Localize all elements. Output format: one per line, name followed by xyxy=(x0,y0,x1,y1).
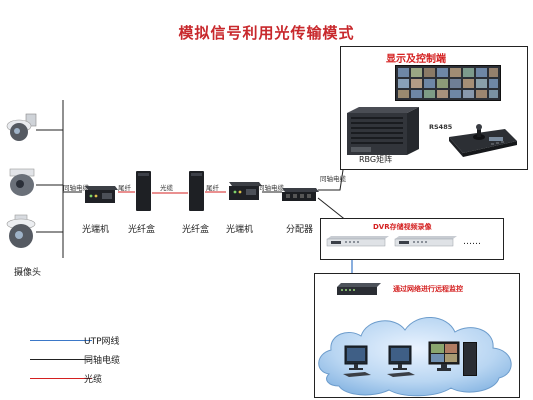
camera-3 xyxy=(4,214,38,252)
workstation-1 xyxy=(341,344,375,378)
fiber-box-2-label: 光纤盒 xyxy=(182,225,210,235)
pigtail1-label: 尾纤 xyxy=(118,184,131,192)
network-cloud xyxy=(315,304,519,397)
transceiver-2-label: 光端机 xyxy=(226,225,254,235)
legend-line-coax xyxy=(30,359,92,360)
transceiver-1 xyxy=(82,182,118,204)
legend-label-fiber: 光缆 xyxy=(84,375,103,385)
legend-label-utp: UTP网线 xyxy=(84,337,120,347)
network-panel: 通过网络进行远程监控 xyxy=(314,273,520,398)
matrix-label: RBG矩阵 xyxy=(359,155,393,164)
dvr-unit-2 xyxy=(393,235,459,247)
coax2-label: 同轴电缆 xyxy=(258,184,284,192)
diagram-title: 模拟信号利用光传输模式 xyxy=(178,24,355,42)
distributor-label: 分配器 xyxy=(286,225,314,235)
rs485-label: RS485 xyxy=(429,123,453,131)
network-title: 通过网络进行远程监控 xyxy=(393,285,463,293)
legend-line-utp xyxy=(30,340,92,341)
camera-2 xyxy=(6,167,38,201)
legend: UTP网线 同轴电缆 光缆 xyxy=(30,332,190,392)
coax1-label: 同轴电缆 xyxy=(63,184,89,192)
video-wall xyxy=(395,65,501,101)
fiber-box-1 xyxy=(135,170,152,212)
pigtail2-label: 尾纤 xyxy=(206,184,219,192)
fiber-box-2 xyxy=(188,170,205,212)
legend-line-fiber xyxy=(30,378,92,379)
dvr-ellipsis: …… xyxy=(463,237,481,247)
dvr-title: DVR存储视频录像 xyxy=(373,223,432,231)
camera-1 xyxy=(4,112,38,150)
display-control-panel: 显示及控制端 xyxy=(340,46,528,170)
transceiver-2 xyxy=(226,178,262,202)
monitoring-display xyxy=(427,340,463,374)
fiber-box-1-label: 光纤盒 xyxy=(128,225,156,235)
coax3-label: 同轴电缆 xyxy=(320,175,346,183)
distributor xyxy=(280,186,320,202)
network-switch xyxy=(335,282,383,296)
rgb-matrix xyxy=(345,105,421,157)
camera-label: 摄像头 xyxy=(14,268,42,278)
display-control-title: 显示及控制端 xyxy=(386,54,446,65)
workstation-2 xyxy=(385,344,419,378)
fiber-label: 光缆 xyxy=(160,184,173,192)
desktop-pc xyxy=(463,342,477,376)
dvr-unit-1 xyxy=(325,235,391,247)
legend-label-coax: 同轴电缆 xyxy=(84,356,121,366)
control-keyboard xyxy=(445,123,519,157)
dvr-panel: DVR存储视频录像 …… xyxy=(320,218,504,260)
transceiver-1-label: 光端机 xyxy=(82,225,110,235)
